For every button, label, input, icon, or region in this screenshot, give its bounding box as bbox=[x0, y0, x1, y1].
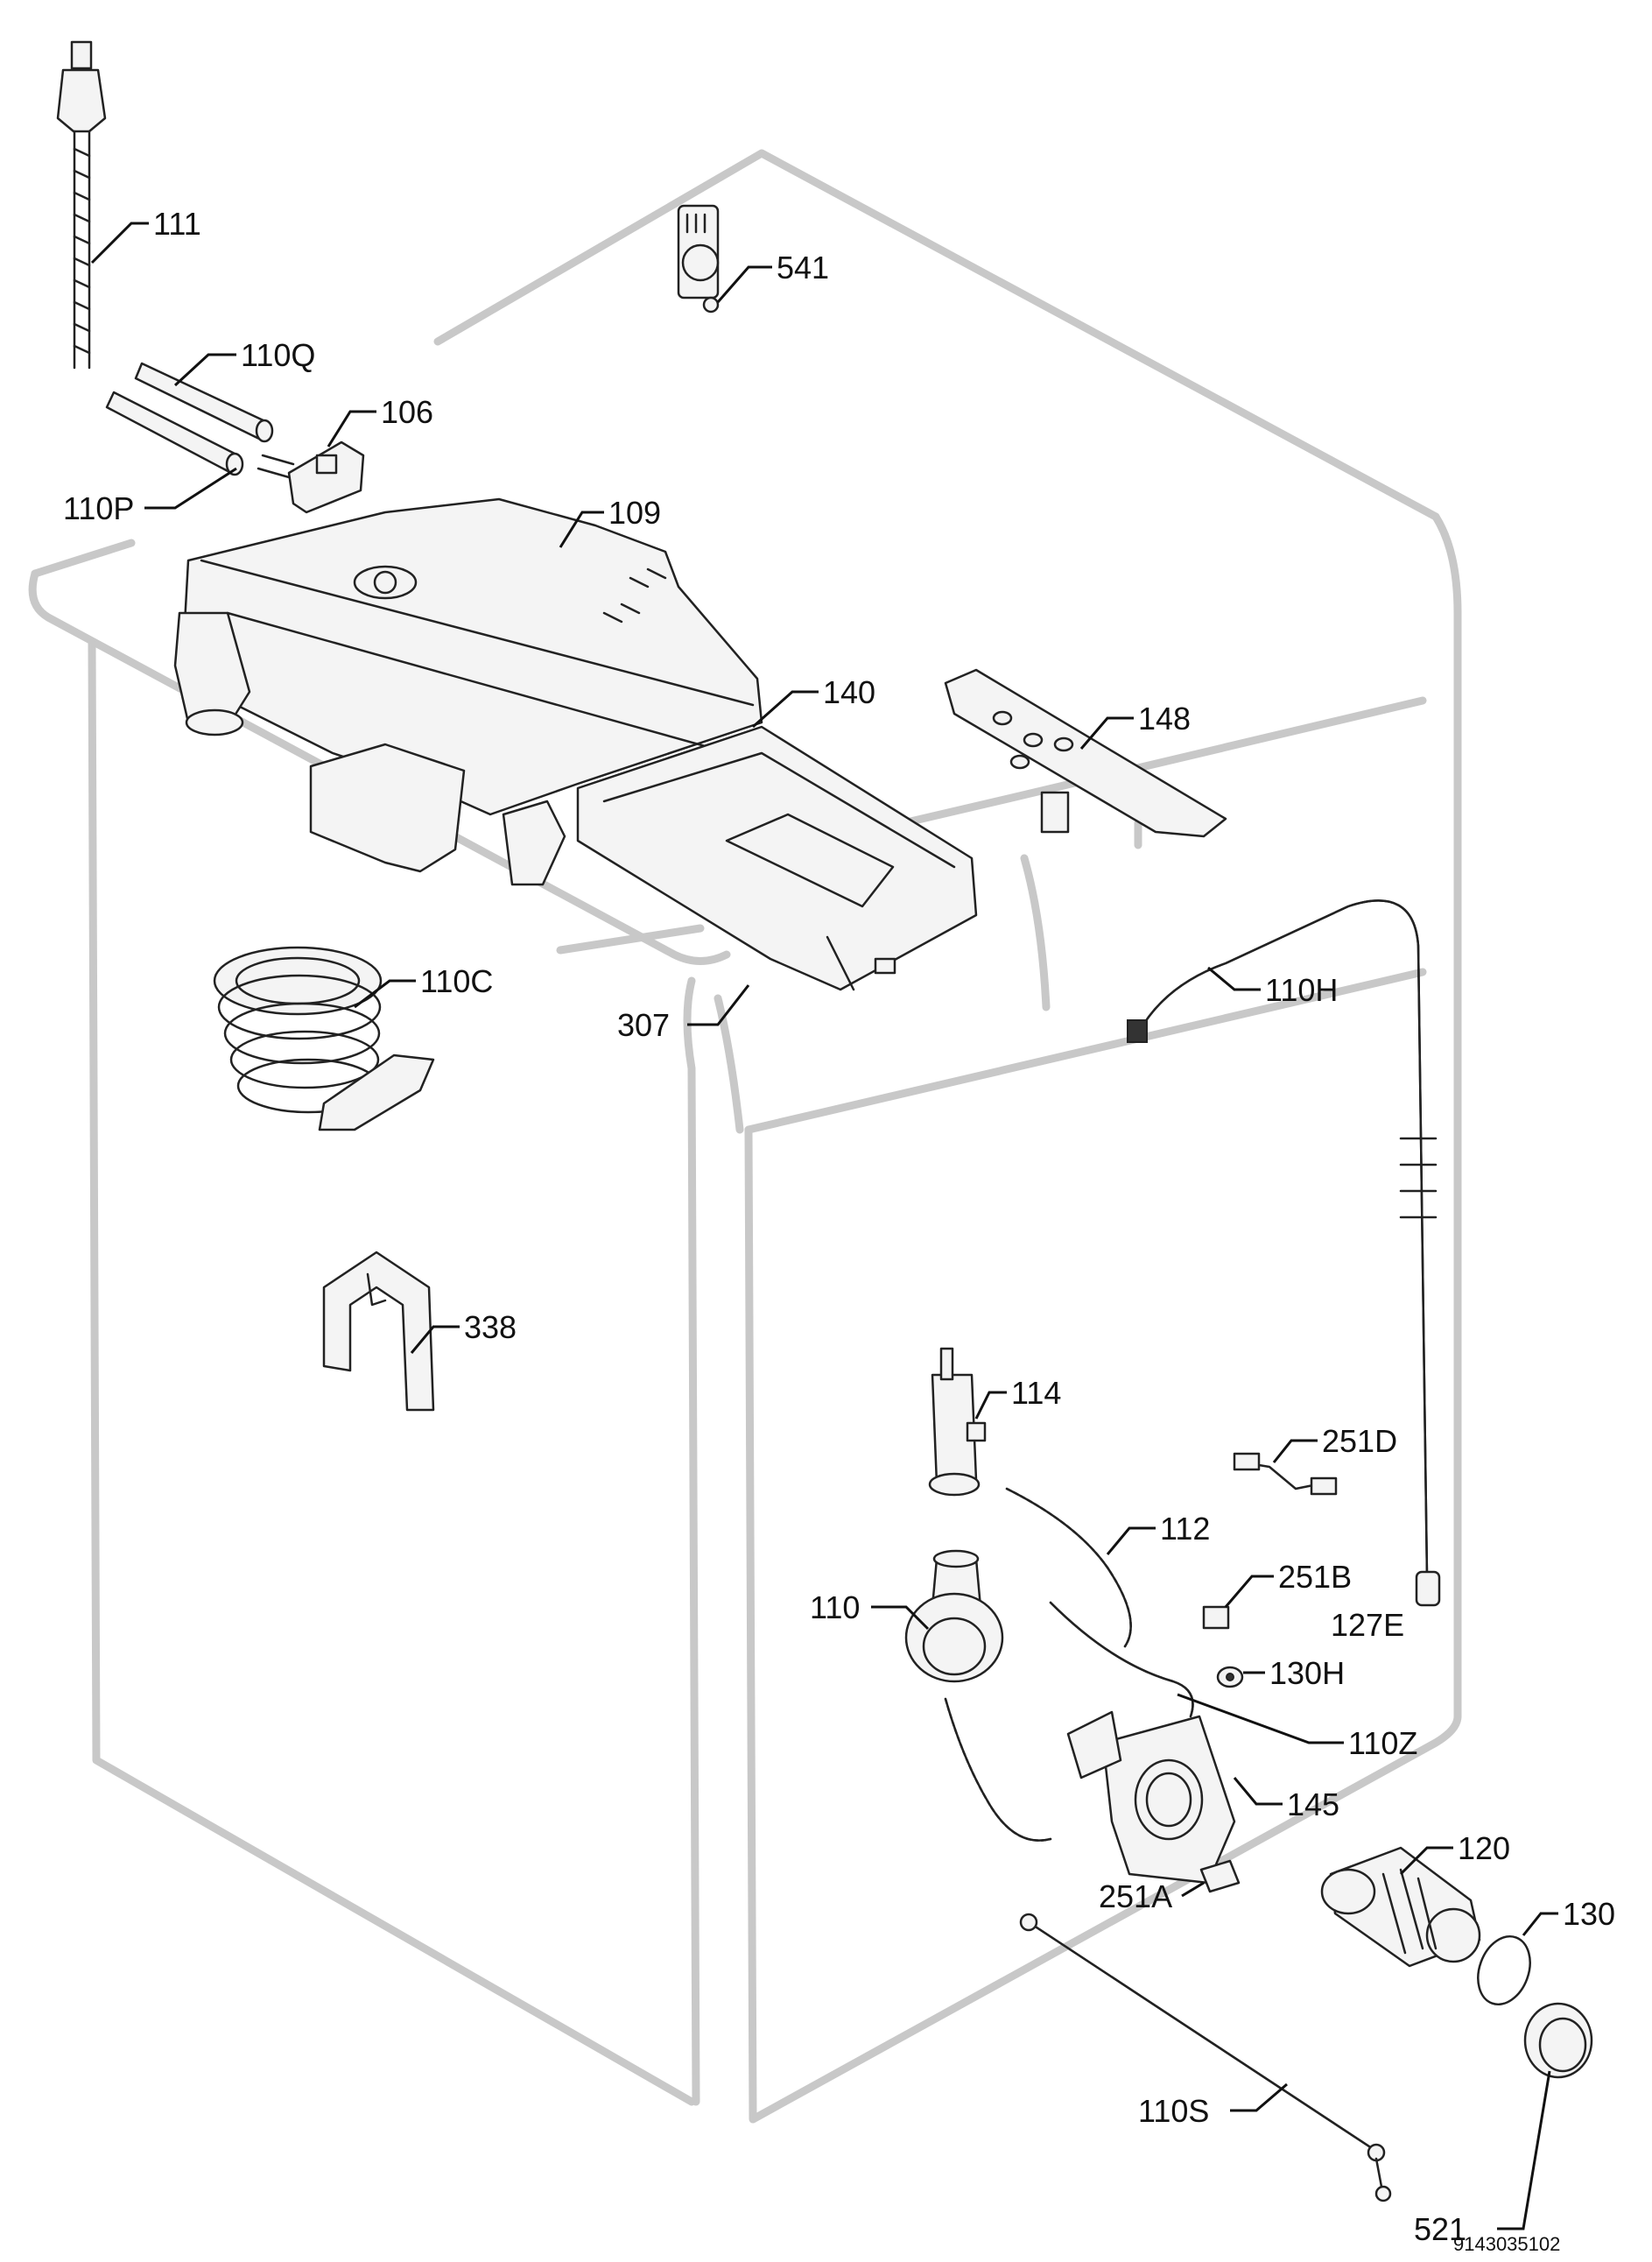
label-109: 109 bbox=[608, 495, 661, 531]
valve-106 bbox=[257, 440, 365, 514]
wiring-harness-251D bbox=[1233, 1452, 1338, 1496]
bracket-541 bbox=[677, 204, 720, 314]
label-251D: 251D bbox=[1322, 1423, 1397, 1459]
bellows-110C bbox=[213, 946, 435, 1131]
hose-110Z bbox=[1049, 1601, 1194, 1718]
connector-251B bbox=[1202, 1605, 1230, 1630]
label-110H: 110H bbox=[1265, 972, 1338, 1008]
leader-lines bbox=[90, 222, 1558, 2230]
drain-pump-145 bbox=[1066, 1710, 1236, 1885]
label-110S: 110S bbox=[1138, 2093, 1209, 2129]
handle-148 bbox=[944, 668, 1227, 838]
inlet-hose-111 bbox=[56, 40, 107, 370]
label-130: 130 bbox=[1563, 1896, 1615, 1932]
label-338: 338 bbox=[464, 1309, 517, 1345]
hose-hook-338 bbox=[322, 1251, 435, 1412]
label-251A: 251A bbox=[1099, 1878, 1172, 1914]
label-130H: 130H bbox=[1269, 1655, 1345, 1691]
rod-110S bbox=[1019, 1913, 1392, 2202]
label-110: 110 bbox=[810, 1589, 860, 1625]
label-110C: 110C bbox=[420, 963, 493, 999]
pressure-chamber-114 bbox=[928, 1347, 987, 1497]
label-521: 521 bbox=[1414, 2211, 1466, 2247]
label-251B: 251B bbox=[1278, 1559, 1352, 1595]
label-111: 111 bbox=[153, 206, 201, 242]
label-145: 145 bbox=[1287, 1786, 1339, 1822]
label-114: 114 bbox=[1011, 1375, 1061, 1411]
label-110Z: 110Z bbox=[1348, 1725, 1417, 1761]
label-120: 120 bbox=[1458, 1830, 1510, 1866]
drain-hose-112 bbox=[1005, 1487, 1132, 1648]
label-127E: 127E bbox=[1331, 1607, 1404, 1643]
label-307: 307 bbox=[617, 1007, 670, 1043]
hoses-110Q-110P bbox=[105, 362, 274, 476]
label-110P: 110P bbox=[63, 490, 134, 526]
part-labels: 111 541 110Q 106 110P 109 140 148 110C 3… bbox=[63, 206, 1615, 2255]
cabinet-outline bbox=[28, 149, 1462, 2124]
drawer-140 bbox=[576, 725, 978, 991]
document-number: 9143035102 bbox=[1453, 2233, 1560, 2255]
label-148: 148 bbox=[1138, 701, 1191, 736]
filter-cap-521 bbox=[1523, 2002, 1593, 2079]
grommet-130H bbox=[1216, 1666, 1244, 1688]
label-106: 106 bbox=[381, 394, 433, 430]
filter-120 bbox=[1320, 1846, 1481, 1968]
sump-110 bbox=[904, 1549, 1052, 1842]
label-110Q: 110Q bbox=[241, 337, 315, 373]
o-ring-130 bbox=[1477, 1934, 1531, 2006]
label-541: 541 bbox=[777, 250, 829, 285]
hose-110H bbox=[1127, 899, 1441, 1607]
dispenser-housing-109 bbox=[173, 497, 763, 886]
label-140: 140 bbox=[823, 674, 875, 710]
connector-251A bbox=[1199, 1859, 1241, 1893]
label-112: 112 bbox=[1160, 1511, 1210, 1547]
